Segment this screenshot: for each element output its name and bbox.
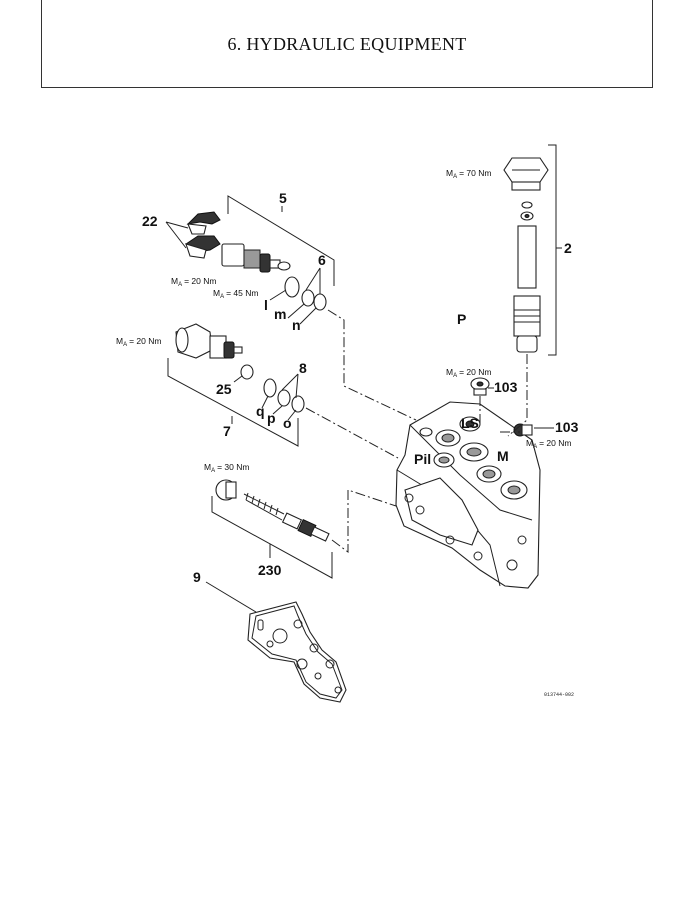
svg-text:MA= 30 Nm: MA= 30 Nm (204, 462, 249, 474)
torque-70-val: = 70 Nm (459, 168, 491, 178)
part-103-plug-top (470, 377, 494, 396)
valve-body (395, 401, 541, 589)
assembly-leader-lines (305, 309, 528, 553)
part-5-cartridge (221, 243, 291, 273)
torque-20a-sub: A (178, 282, 182, 288)
label-22: 22 (142, 213, 158, 229)
torque-20c-sym: M (446, 367, 453, 377)
label-o: o (283, 415, 292, 431)
part-103-plug-right (513, 423, 554, 437)
torque-20c-sub: A (453, 373, 457, 379)
torque-20d-sub: A (533, 444, 537, 450)
svg-text:MA= 20 Nm: MA= 20 Nm (446, 367, 491, 379)
part-6-seals (269, 267, 327, 325)
torque-20c-val: = 20 Nm (459, 367, 491, 377)
label-port-p: P (457, 311, 466, 327)
part-22-clips (185, 211, 221, 259)
svg-text:MA= 45 Nm: MA= 45 Nm (213, 288, 258, 300)
torque-45-sub: A (220, 294, 224, 300)
torque-20b-val: = 20 Nm (129, 336, 161, 346)
part-25-seal (233, 364, 254, 383)
svg-text:MA= 20 Nm: MA= 20 Nm (116, 336, 161, 348)
torque-30-sub: A (211, 468, 215, 474)
part-2-cartridge (503, 144, 562, 356)
torque-70-sub: A (453, 174, 457, 180)
label-n: n (292, 317, 301, 333)
label-2: 2 (564, 240, 572, 256)
svg-text:MA= 70 Nm: MA= 70 Nm (446, 168, 491, 180)
part-230-spool (215, 479, 330, 542)
part-9-gasket (247, 601, 347, 703)
label-103-right: 103 (555, 419, 579, 435)
label-5: 5 (279, 190, 287, 206)
label-230: 230 (258, 562, 282, 578)
part-7-cartridge (175, 323, 243, 359)
torque-45-val: = 45 Nm (226, 288, 258, 298)
label-port-pil: Pil (414, 451, 431, 467)
label-7: 7 (223, 423, 231, 439)
torque-20b-sub: A (123, 342, 127, 348)
torque-20d-sym: M (526, 438, 533, 448)
torque-45-sym: M (213, 288, 220, 298)
page-title: 6. HYDRAULIC EQUIPMENT (227, 34, 467, 54)
torque-20d-val: = 20 Nm (539, 438, 571, 448)
torque-30-val: = 30 Nm (217, 462, 249, 472)
torque-20b-sym: M (116, 336, 123, 346)
label-9: 9 (193, 569, 201, 585)
header-box: 6. HYDRAULIC EQUIPMENT (41, 0, 653, 88)
label-m: m (274, 306, 286, 322)
label-l-top: l (264, 297, 268, 313)
torque-70-sym: M (446, 168, 453, 178)
label-p-seal: p (267, 410, 276, 426)
label-8: 8 (299, 360, 307, 376)
label-port-ls: LS (461, 415, 479, 431)
torque-30-sym: M (204, 462, 211, 472)
label-6: 6 (318, 252, 326, 268)
label-port-m: M (497, 448, 509, 464)
svg-text:MA= 20 Nm: MA= 20 Nm (171, 276, 216, 288)
label-25: 25 (216, 381, 232, 397)
torque-20a-val: = 20 Nm (184, 276, 216, 286)
torque-20a-sym: M (171, 276, 178, 286)
drawing-code: 013744-002 (544, 692, 574, 698)
label-103-top: 103 (494, 379, 518, 395)
part-8-seals (261, 373, 305, 421)
svg-text:MA= 20 Nm: MA= 20 Nm (526, 438, 571, 450)
label-q: q (256, 403, 265, 419)
